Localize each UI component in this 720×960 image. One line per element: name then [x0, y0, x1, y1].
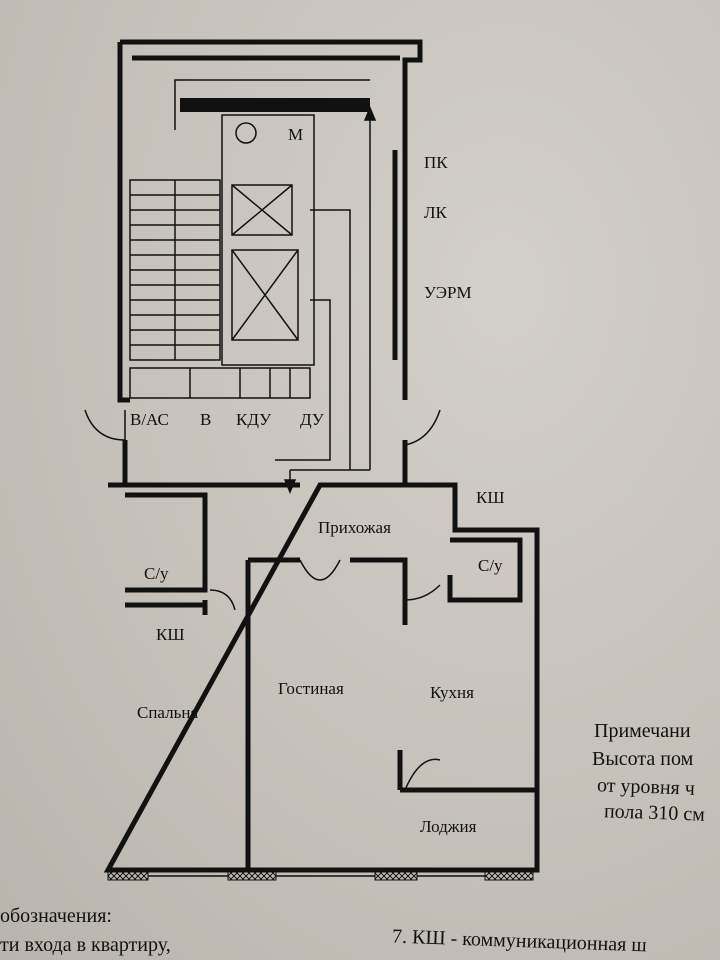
apartment [103, 482, 540, 881]
shafts [129, 367, 311, 399]
label-du: ДУ [300, 410, 325, 429]
label-v: В [200, 410, 211, 429]
trash-chute-icon [235, 122, 257, 144]
room-living: Гостиная [278, 679, 344, 698]
stair-treads [130, 180, 220, 360]
label-uerm: УЭРМ [424, 283, 472, 302]
evacuation-route [174, 79, 377, 494]
note-title: Примечани [594, 720, 691, 742]
room-bath-right: С/у [478, 556, 503, 575]
label-kdu: КДУ [236, 410, 272, 429]
label-lk: ЛК [424, 203, 448, 222]
elevator-large [231, 249, 299, 341]
room-bedroom: Спальня [137, 703, 198, 722]
label-pk: ПК [424, 153, 448, 172]
label-vas: В/АС [130, 410, 169, 429]
room-bath-left: С/у [144, 564, 169, 583]
note-line-4: пола 310 см [603, 800, 706, 826]
legend-item-1: ти входа в квартиру, [0, 934, 171, 956]
label-m: М [288, 125, 303, 144]
label-ksh-left: КШ [156, 625, 185, 644]
room-loggia: Лоджия [420, 817, 477, 836]
legend-title: обозначения: [0, 905, 112, 927]
note-line-2: Высота пом [592, 748, 694, 770]
stair-core [84, 39, 441, 485]
room-kitchen: Кухня [430, 683, 474, 702]
room-hall: Прихожая [318, 518, 391, 537]
label-ksh-top: КШ [476, 488, 505, 507]
note-line-3: от уровня ч [596, 774, 696, 800]
elevator-small [231, 184, 293, 236]
